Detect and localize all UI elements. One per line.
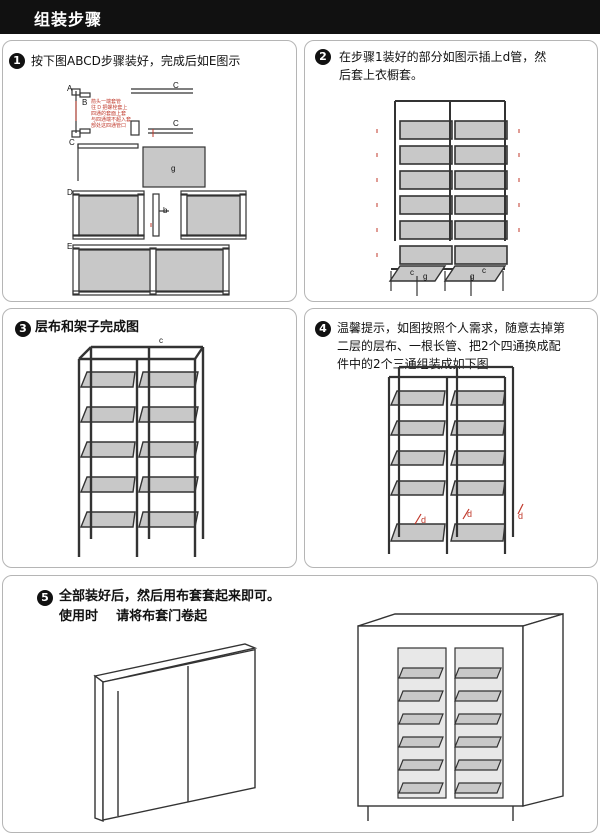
step-2-line-2: 后套上衣橱套。	[339, 68, 424, 82]
step-5-open-wardrobe	[357, 613, 564, 821]
step-5-number: 5	[37, 590, 53, 606]
svg-text:C: C	[173, 81, 179, 90]
step-4-line-1: 温馨提示，如图按照个人需求，随意去掉第	[337, 321, 566, 335]
svg-text:A: A	[67, 84, 73, 93]
svg-text:E: E	[67, 242, 72, 251]
svg-text:与四通端不超入套: 与四通端不超入套	[91, 116, 131, 123]
svg-text:B: B	[82, 98, 87, 107]
step-1-number: 1	[9, 53, 25, 69]
svg-text:d: d	[421, 515, 426, 525]
svg-text:d: d	[467, 509, 472, 519]
step-2-line-1: 在步骤1装好的部分如图示插上d管，然	[339, 50, 547, 64]
svg-text:g: g	[171, 164, 175, 173]
svg-text:部处这四通管口: 部处这四通管口	[91, 122, 126, 129]
step-3-diagram: c	[77, 336, 205, 557]
step-3-text: 层布和架子完成图	[35, 320, 140, 335]
svg-text:b: b	[163, 206, 168, 215]
step-2-number: 2	[315, 49, 331, 65]
svg-text:D: D	[67, 188, 73, 197]
svg-text:c: c	[482, 266, 486, 275]
step-1-panel: 1 按下图ABCD步骤装好，完成后如E图示	[2, 40, 297, 302]
svg-text:箭头一端套管: 箭头一端套管	[91, 98, 121, 105]
step-1-text: 按下图ABCD步骤装好，完成后如E图示	[31, 54, 241, 68]
step-3-panel: 3 层布和架子完成图 c	[2, 308, 297, 568]
svg-text:c: c	[159, 336, 163, 345]
step-2-panel: 2 在步骤1装好的部分如图示插上d管，然 后套上衣橱套。	[304, 40, 598, 302]
step-4-number: 4	[315, 321, 331, 337]
step-4-line-2: 二层的层布、一根长管、把2个四通换成配	[337, 339, 561, 353]
svg-text:往 D 把螺栓套上: 往 D 把螺栓套上	[91, 104, 127, 111]
svg-text:四通的套面上套: 四通的套面上套	[91, 110, 126, 117]
svg-text:d: d	[518, 511, 523, 521]
section-title: 组装步骤	[34, 10, 103, 29]
svg-text:g: g	[423, 272, 427, 281]
svg-text:C: C	[69, 138, 75, 147]
section-header: 组装步骤	[0, 0, 600, 34]
svg-text:c: c	[410, 268, 414, 277]
step-5-closed-wardrobe	[93, 643, 258, 823]
step-5-line-2: 使用时 请将布套门卷起	[59, 609, 208, 624]
svg-text:g: g	[470, 272, 474, 281]
step-4-panel: 4 温馨提示，如图按照个人需求，随意去掉第 二层的层布、一根长管、把2个四通换成…	[304, 308, 598, 568]
step-5-panel: 5 全部装好后，然后用布套套起来即可。 使用时 请将布套门卷起	[2, 575, 598, 833]
step-5-line-1: 全部装好后，然后用布套套起来即可。	[59, 589, 281, 604]
step-3-number: 3	[15, 321, 31, 337]
svg-text:C: C	[173, 119, 179, 128]
